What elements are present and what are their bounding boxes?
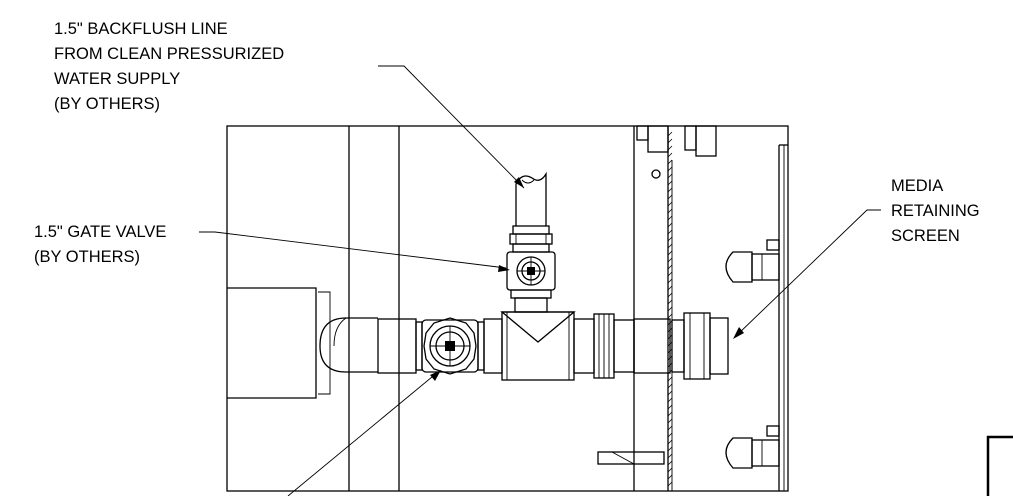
label-screen-line-3: SCREEN bbox=[891, 227, 960, 245]
label-backflush-line-2: FROM CLEAN PRESSURIZED bbox=[54, 45, 284, 63]
label-backflush: 1.5" BACKFLUSH LINE FROM CLEAN PRESSURIZ… bbox=[54, 20, 284, 113]
backflush-branch bbox=[506, 171, 556, 313]
label-gate-valve: 1.5" GATE VALVE (BY OTHERS) bbox=[34, 223, 166, 266]
label-screen-line-2: RETAINING bbox=[891, 202, 980, 220]
top-brackets bbox=[636, 125, 717, 179]
main-pipe bbox=[319, 311, 729, 381]
title-block-edge bbox=[986, 435, 1013, 496]
label-screen-line-1: MEDIA bbox=[891, 177, 943, 195]
label-gate-valve-line-2: (BY OTHERS) bbox=[34, 248, 140, 266]
tank-outline bbox=[226, 125, 789, 492]
baffle-hatch bbox=[667, 131, 673, 487]
nozzle-caps bbox=[725, 239, 780, 469]
label-backflush-line-4: (BY OTHERS) bbox=[54, 95, 160, 113]
leader-lines bbox=[199, 65, 881, 496]
label-gate-valve-line-1: 1.5" GATE VALVE bbox=[34, 223, 166, 241]
label-backflush-line-1: 1.5" BACKFLUSH LINE bbox=[54, 20, 228, 38]
label-screen: MEDIA RETAINING SCREEN bbox=[891, 177, 980, 245]
label-backflush-line-3: WATER SUPPLY bbox=[54, 70, 180, 88]
bottom-plate bbox=[597, 451, 665, 465]
main-gate-valve bbox=[421, 317, 479, 375]
